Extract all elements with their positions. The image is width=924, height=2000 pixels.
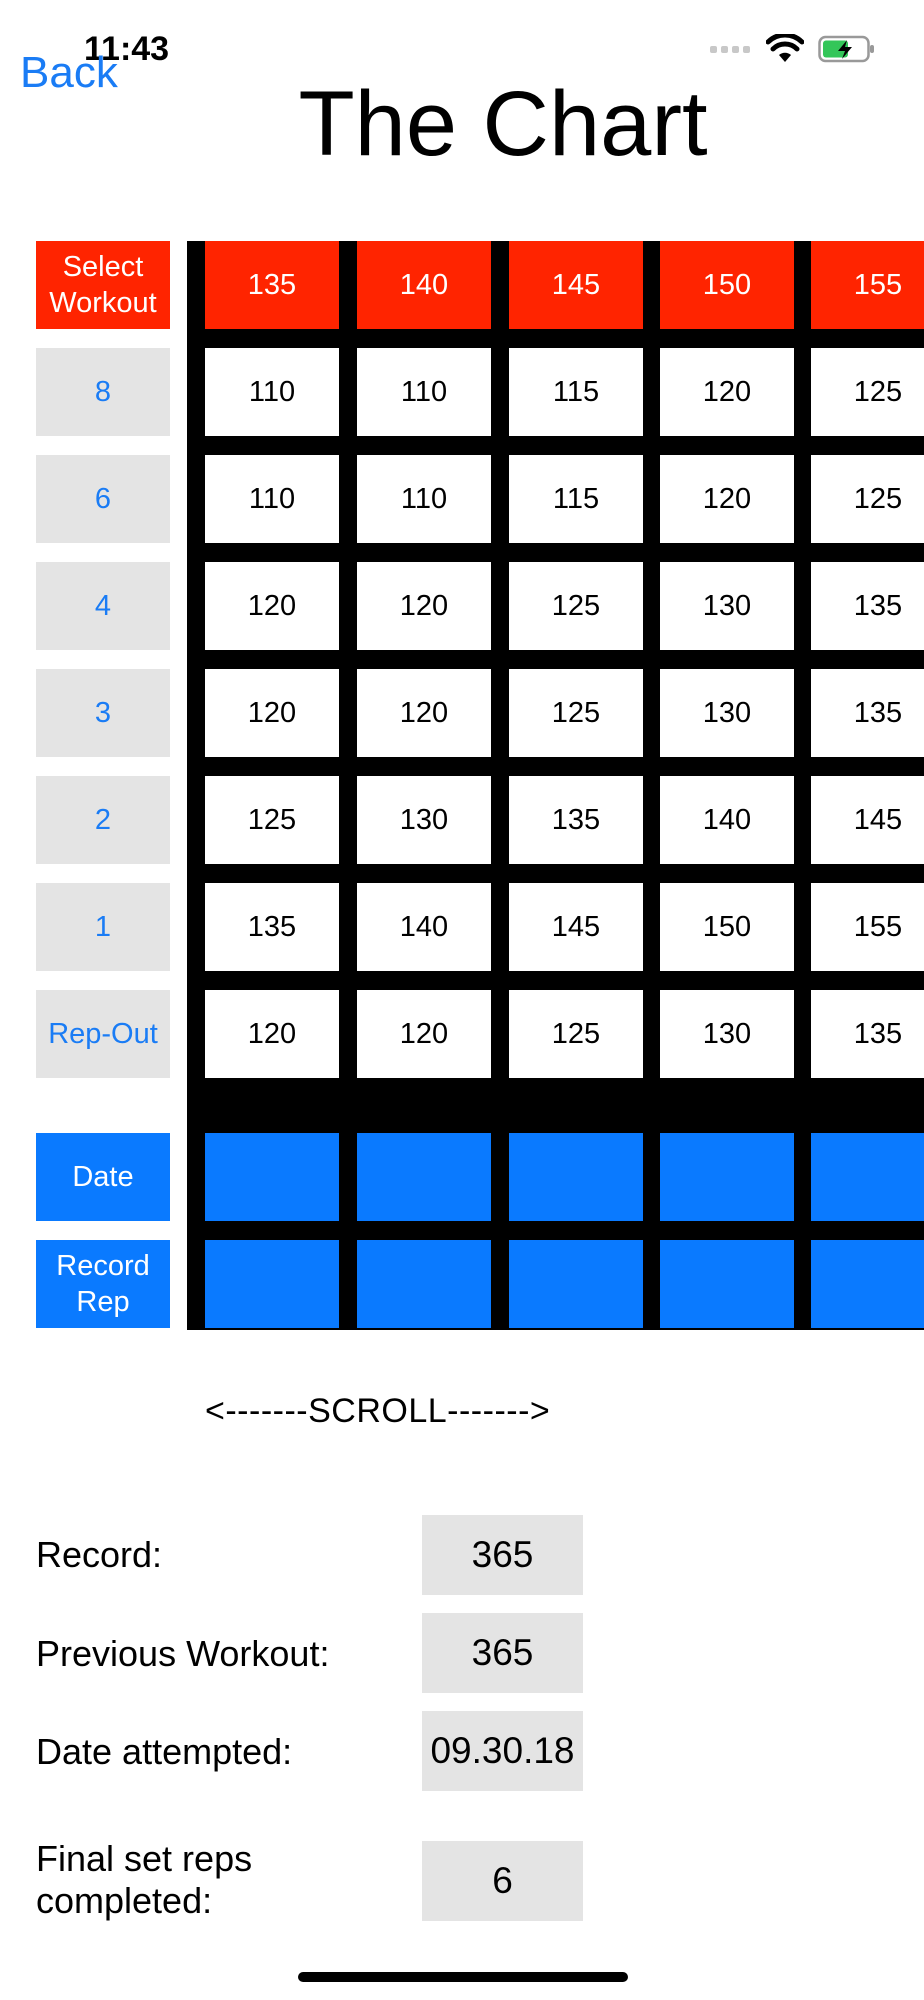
weight-cell: 135: [811, 990, 924, 1078]
weight-cell: 120: [660, 348, 794, 436]
record-label: Record:: [36, 1534, 163, 1575]
rep-out-button[interactable]: Rep-Out: [36, 990, 170, 1078]
previous-workout-value: 365: [422, 1613, 583, 1693]
weight-cell: 125: [509, 562, 643, 650]
weight-cell: 125: [205, 776, 339, 864]
signal-icon: [710, 46, 750, 53]
record-rep-cell[interactable]: [811, 1240, 924, 1328]
wifi-icon: [766, 34, 804, 62]
date-cell[interactable]: [660, 1133, 794, 1221]
weight-cell: 135: [509, 776, 643, 864]
weight-cell: 135: [811, 562, 924, 650]
weight-cell: 120: [205, 669, 339, 757]
weight-cell: 110: [205, 348, 339, 436]
weight-cell: 130: [660, 990, 794, 1078]
final-set-reps-value: 6: [422, 1841, 583, 1921]
weight-cell: 135: [205, 883, 339, 971]
previous-workout-label: Previous Workout:: [36, 1633, 330, 1674]
page-title: The Chart: [298, 73, 708, 175]
weight-cell: 150: [660, 883, 794, 971]
weight-cell: 120: [660, 455, 794, 543]
weight-cell: 120: [205, 562, 339, 650]
date-cell[interactable]: [357, 1133, 491, 1221]
final-set-reps-label: Final set reps completed:: [36, 1838, 253, 1921]
record-rep-cell[interactable]: [660, 1240, 794, 1328]
weight-cell: 125: [509, 990, 643, 1078]
workout-header-cell[interactable]: 155: [811, 241, 924, 329]
weight-cell: 135: [811, 669, 924, 757]
weight-cell: 155: [811, 883, 924, 971]
reps-4-button[interactable]: 4: [36, 562, 170, 650]
battery-charging-icon: [818, 35, 874, 63]
weight-cell: 145: [509, 883, 643, 971]
weight-cell: 110: [205, 455, 339, 543]
record-rep-cell[interactable]: [205, 1240, 339, 1328]
workout-header-cell[interactable]: 150: [660, 241, 794, 329]
workout-header-cell[interactable]: 140: [357, 241, 491, 329]
weight-cell: 145: [811, 776, 924, 864]
date-cell[interactable]: [811, 1133, 924, 1221]
workout-header-cell[interactable]: 145: [509, 241, 643, 329]
weight-cell: 125: [509, 669, 643, 757]
date-cell[interactable]: [509, 1133, 643, 1221]
weight-cell: 140: [357, 883, 491, 971]
back-button[interactable]: Back: [20, 48, 118, 97]
weight-cell: 110: [357, 348, 491, 436]
weight-cell: 140: [660, 776, 794, 864]
date-button[interactable]: Date: [36, 1133, 170, 1221]
date-attempted-value: 09.30.18: [422, 1711, 583, 1791]
scroll-hint: <-------SCROLL------->: [205, 1392, 551, 1430]
weight-cell: 120: [357, 562, 491, 650]
date-attempted-label: Date attempted:: [36, 1731, 293, 1772]
reps-1-button[interactable]: 1: [36, 883, 170, 971]
workout-header-cell[interactable]: 135: [205, 241, 339, 329]
select-workout-button[interactable]: Select Workout: [36, 241, 170, 329]
weight-cell: 120: [357, 990, 491, 1078]
status-time: 11:43: [84, 30, 170, 68]
record-rep-cell[interactable]: [357, 1240, 491, 1328]
weight-cell: 110: [357, 455, 491, 543]
weight-cell: 125: [811, 455, 924, 543]
weight-cell: 130: [660, 669, 794, 757]
reps-2-button[interactable]: 2: [36, 776, 170, 864]
record-rep-button[interactable]: Record Rep: [36, 1240, 170, 1328]
record-rep-cell[interactable]: [509, 1240, 643, 1328]
weight-cell: 120: [357, 669, 491, 757]
reps-3-button[interactable]: 3: [36, 669, 170, 757]
home-indicator: [298, 1972, 628, 1982]
weight-cell: 115: [509, 455, 643, 543]
weight-cell: 120: [205, 990, 339, 1078]
weight-cell: 125: [811, 348, 924, 436]
reps-8-button[interactable]: 8: [36, 348, 170, 436]
status-icons: [710, 34, 876, 64]
record-value: 365: [422, 1515, 583, 1595]
weight-cell: 115: [509, 348, 643, 436]
weight-cell: 130: [660, 562, 794, 650]
reps-6-button[interactable]: 6: [36, 455, 170, 543]
date-cell[interactable]: [205, 1133, 339, 1221]
weight-cell: 130: [357, 776, 491, 864]
